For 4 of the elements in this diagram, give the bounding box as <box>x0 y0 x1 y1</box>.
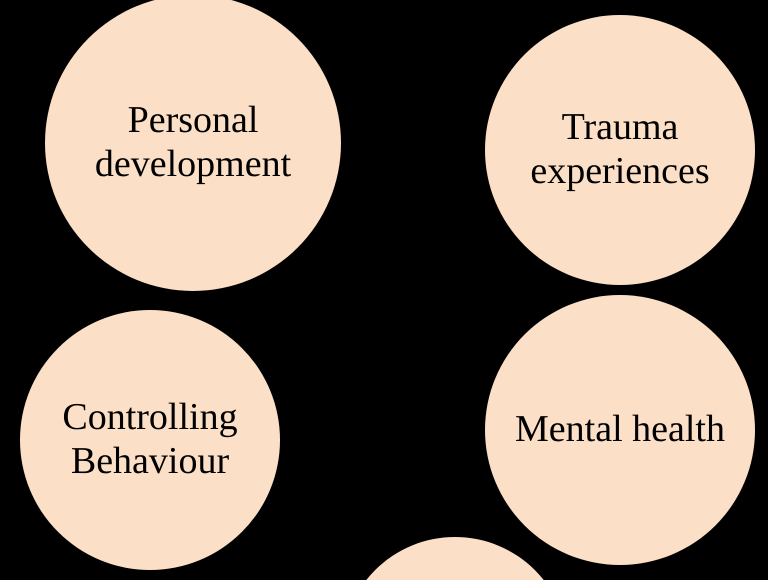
node-label: Mental health <box>515 408 725 452</box>
node-label: Personal development <box>94 99 292 187</box>
node-label: Controlling Behaviour <box>61 396 239 484</box>
node-label: Trauma experiences <box>529 106 711 194</box>
